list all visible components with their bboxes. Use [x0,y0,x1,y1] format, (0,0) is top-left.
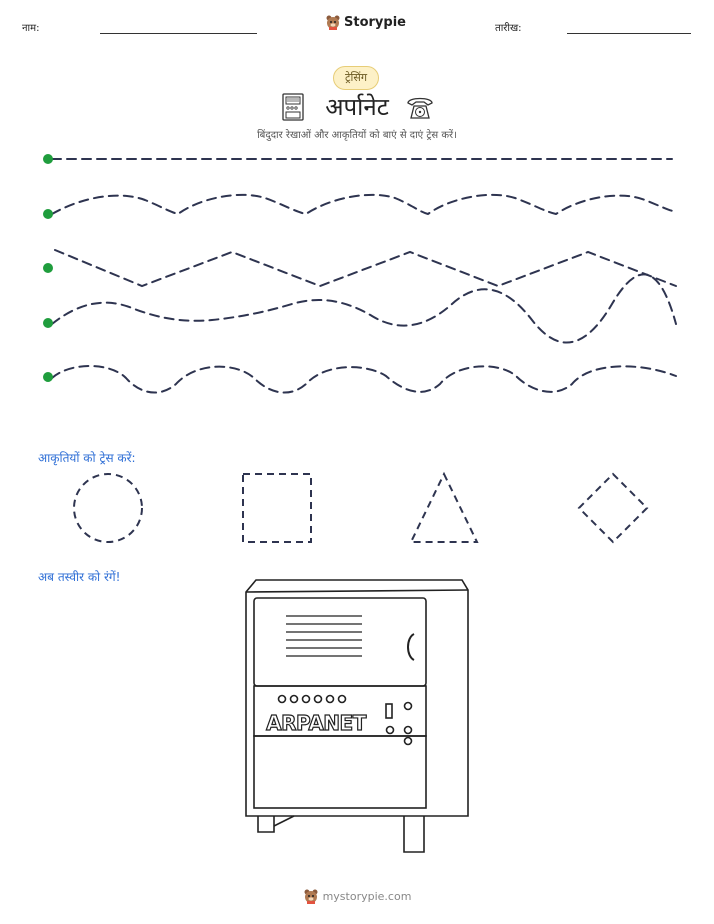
shapes-section-heading: आकृतियों को ट्रेस करें: [38,451,136,465]
brand-name: Storypie [344,14,406,30]
page-title: अर्पानेट [325,93,389,121]
name-label: नाम: [22,23,40,34]
bear-mascot-icon [326,15,340,30]
instructions-subtitle: बिंदुदार रेखाओं और आकृतियों को बाएं से द… [257,130,457,141]
computer-cabinet-icon [282,93,304,121]
brand-logo: Storypie [325,14,406,30]
footer-site-link[interactable]: mystorypie.com [322,889,412,903]
tracing-lines-area [43,154,677,394]
arpanet-label: ARPANET [266,711,367,735]
tracing-badge: ट्रेसिंग [333,66,379,90]
tracing-shapes-area [73,471,649,544]
name-input-line[interactable] [100,33,257,34]
footer: mystorypie.com [0,888,714,904]
trace-line-wave-smooth[interactable] [51,273,677,344]
date-input-line[interactable] [567,33,691,34]
trace-shape-circle[interactable] [73,473,143,543]
coloring-section-heading: अब तस्वीर को रंगें! [38,570,121,584]
bear-mascot-icon [304,889,318,904]
arpanet-machine-illustration[interactable]: ARPANET [238,578,474,858]
date-label: तारीख: [495,23,522,34]
start-dot-1 [43,154,53,164]
start-dot-4 [43,318,53,328]
trace-line-zigzag[interactable] [54,249,677,288]
trace-line-wave[interactable] [51,193,677,216]
start-dot-2 [43,209,53,219]
trace-shape-diamond[interactable] [577,472,649,544]
trace-line-wave-flat[interactable] [51,365,677,394]
trace-shape-square[interactable] [242,473,312,543]
start-dot-3 [43,263,53,273]
start-dot-5 [43,372,53,382]
rotary-telephone-icon [407,97,433,119]
trace-shape-triangle[interactable] [409,471,479,543]
